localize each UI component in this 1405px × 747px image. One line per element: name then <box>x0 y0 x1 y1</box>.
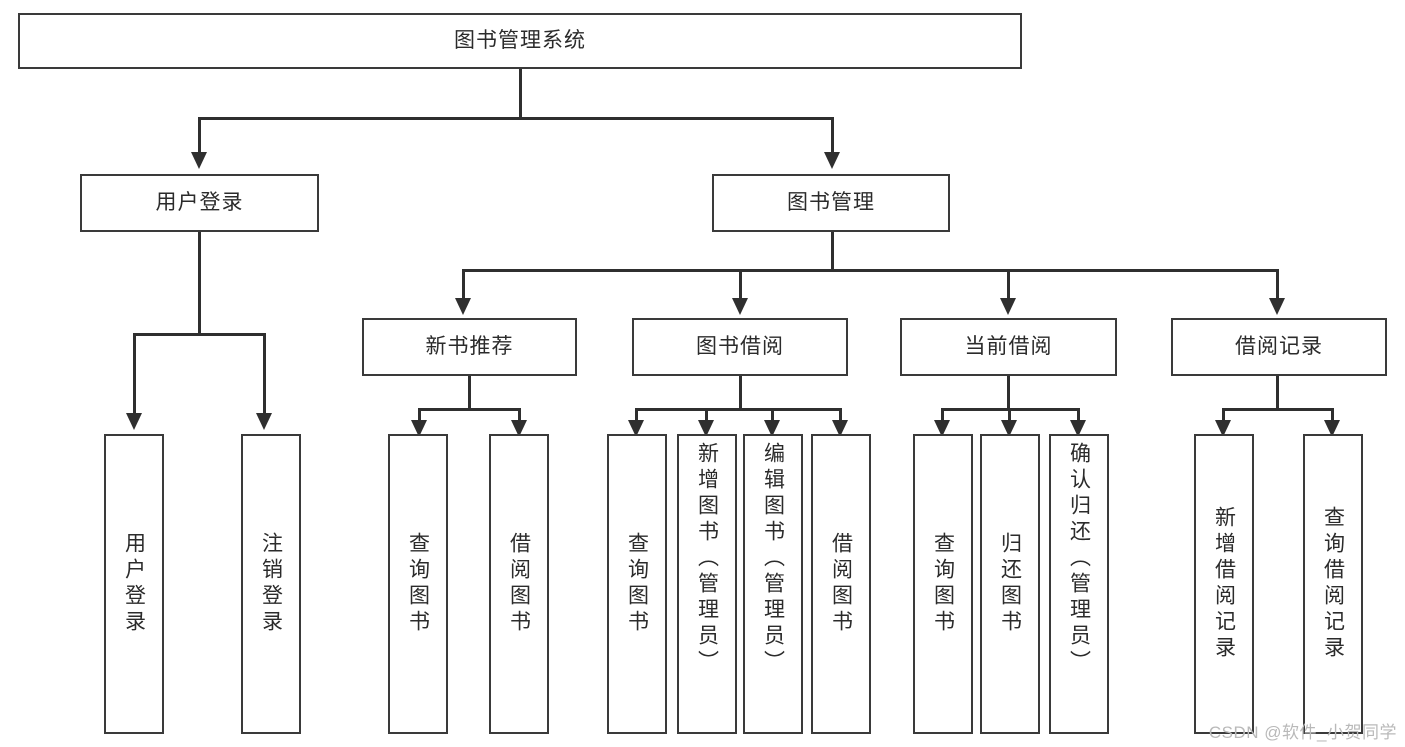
arrowhead-borrow-record-leaf-1 <box>1215 420 1231 437</box>
connector-current-borrow-leaf-3 <box>1077 408 1080 423</box>
leaf-confirm-return-admin[interactable]: 确认归还（管理员） <box>1049 434 1109 734</box>
connector-book-borrow-leaf-2 <box>705 408 708 423</box>
node-label: 图书管理 <box>787 190 875 214</box>
arrowhead-user-login-leaf-2 <box>256 413 272 430</box>
node-current-borrow[interactable]: 当前借阅 <box>900 318 1117 376</box>
arrowhead-borrow-record-leaf-2 <box>1324 420 1340 437</box>
arrowhead-current-borrow-leaf-1 <box>934 420 950 437</box>
connector-user-login-leaf-1 <box>133 333 136 415</box>
leaf-label: 借阅图书 <box>829 532 853 636</box>
arrowhead-current-borrow-leaf-2 <box>1001 420 1017 437</box>
connector-new-book-leaf-1 <box>418 408 421 423</box>
node-root-book-management-system[interactable]: 图书管理系统 <box>18 13 1022 69</box>
connector-to-book-borrow <box>739 269 742 300</box>
connector-book-management-bar <box>462 269 1279 272</box>
connector-root-stem <box>519 69 522 119</box>
leaf-label: 新增图书（管理员） <box>695 442 719 676</box>
node-label: 图书借阅 <box>696 334 784 358</box>
connector-to-current-borrow <box>1007 269 1010 300</box>
connector-book-borrow-stem <box>739 376 742 410</box>
connector-borrow-record-stem <box>1276 376 1279 410</box>
arrowhead-to-book-borrow <box>732 298 748 315</box>
leaf-label: 编辑图书（管理员） <box>761 442 785 676</box>
connector-current-borrow-leaf-1 <box>941 408 944 423</box>
watermark-text: CSDN @软件_小贺同学 <box>1208 723 1397 742</box>
leaf-borrow-book-recommend[interactable]: 借阅图书 <box>489 434 549 734</box>
leaf-label: 归还图书 <box>998 532 1022 636</box>
connector-user-login-bar <box>133 333 266 336</box>
leaf-label: 借阅图书 <box>507 532 531 636</box>
arrowhead-book-borrow-leaf-2 <box>698 420 714 437</box>
leaf-add-book-admin[interactable]: 新增图书（管理员） <box>677 434 737 734</box>
node-borrow-record[interactable]: 借阅记录 <box>1171 318 1387 376</box>
leaf-edit-book-admin[interactable]: 编辑图书（管理员） <box>743 434 803 734</box>
connector-book-management-stem <box>831 232 834 271</box>
arrowhead-book-borrow-leaf-4 <box>832 420 848 437</box>
connector-book-borrow-leaf-4 <box>839 408 842 423</box>
arrowhead-new-book-leaf-1 <box>411 420 427 437</box>
arrowhead-book-borrow-leaf-1 <box>628 420 644 437</box>
connector-new-book-stem <box>468 376 471 410</box>
connector-current-borrow-stem <box>1007 376 1010 410</box>
connector-to-new-book-recommend <box>462 269 465 300</box>
arrowhead-to-borrow-record <box>1269 298 1285 315</box>
leaf-label: 查询图书 <box>931 532 955 636</box>
node-label: 新书推荐 <box>425 334 514 358</box>
leaf-query-book-recommend[interactable]: 查询图书 <box>388 434 448 734</box>
leaf-label: 确认归还（管理员） <box>1067 442 1091 676</box>
node-book-borrow[interactable]: 图书借阅 <box>632 318 848 376</box>
connector-book-borrow-leaf-3 <box>771 408 774 423</box>
node-label: 图书管理系统 <box>454 28 586 52</box>
arrowhead-to-new-book-recommend <box>455 298 471 315</box>
leaf-borrow-book[interactable]: 借阅图书 <box>811 434 871 734</box>
leaf-return-book[interactable]: 归还图书 <box>980 434 1040 734</box>
node-user-login[interactable]: 用户登录 <box>80 174 319 232</box>
connector-borrow-record-leaf-1 <box>1222 408 1225 423</box>
node-label: 当前借阅 <box>964 334 1053 358</box>
connector-book-borrow-leaf-1 <box>635 408 638 423</box>
leaf-label: 查询图书 <box>406 532 430 636</box>
connector-borrow-record-leaf-2 <box>1331 408 1334 423</box>
connector-borrow-record-bar <box>1222 408 1334 411</box>
connector-book-borrow-bar <box>635 408 842 411</box>
arrowhead-current-borrow-leaf-3 <box>1070 420 1086 437</box>
connector-new-book-bar <box>418 408 521 411</box>
leaf-user-login[interactable]: 用户登录 <box>104 434 164 734</box>
connector-to-book-management <box>831 117 834 154</box>
leaf-add-borrow-record[interactable]: 新增借阅记录 <box>1194 434 1254 734</box>
node-book-management[interactable]: 图书管理 <box>712 174 950 232</box>
leaf-query-book-borrow[interactable]: 查询图书 <box>607 434 667 734</box>
leaf-label: 查询借阅记录 <box>1321 506 1345 662</box>
connector-user-login-stem <box>198 232 201 335</box>
arrowhead-new-book-leaf-2 <box>511 420 527 437</box>
arrowhead-book-borrow-leaf-3 <box>764 420 780 437</box>
arrowhead-to-current-borrow <box>1000 298 1016 315</box>
connector-user-login-leaf-2 <box>263 333 266 415</box>
leaf-query-borrow-record[interactable]: 查询借阅记录 <box>1303 434 1363 734</box>
connector-current-borrow-leaf-2 <box>1008 408 1011 423</box>
connector-new-book-leaf-2 <box>518 408 521 423</box>
node-label: 借阅记录 <box>1235 334 1323 358</box>
leaf-label: 用户登录 <box>122 532 146 636</box>
leaf-query-book-current[interactable]: 查询图书 <box>913 434 973 734</box>
arrowhead-to-user-login <box>191 152 207 169</box>
node-label: 用户登录 <box>155 190 244 214</box>
leaf-label: 查询图书 <box>625 532 649 636</box>
connector-root-bar <box>198 117 834 120</box>
arrowhead-user-login-leaf-1 <box>126 413 142 430</box>
connector-to-user-login <box>198 117 201 154</box>
connector-to-borrow-record <box>1276 269 1279 300</box>
leaf-label: 新增借阅记录 <box>1212 506 1236 662</box>
leaf-user-logout[interactable]: 注销登录 <box>241 434 301 734</box>
arrowhead-to-book-management <box>824 152 840 169</box>
node-new-book-recommend[interactable]: 新书推荐 <box>362 318 577 376</box>
leaf-label: 注销登录 <box>259 532 283 636</box>
